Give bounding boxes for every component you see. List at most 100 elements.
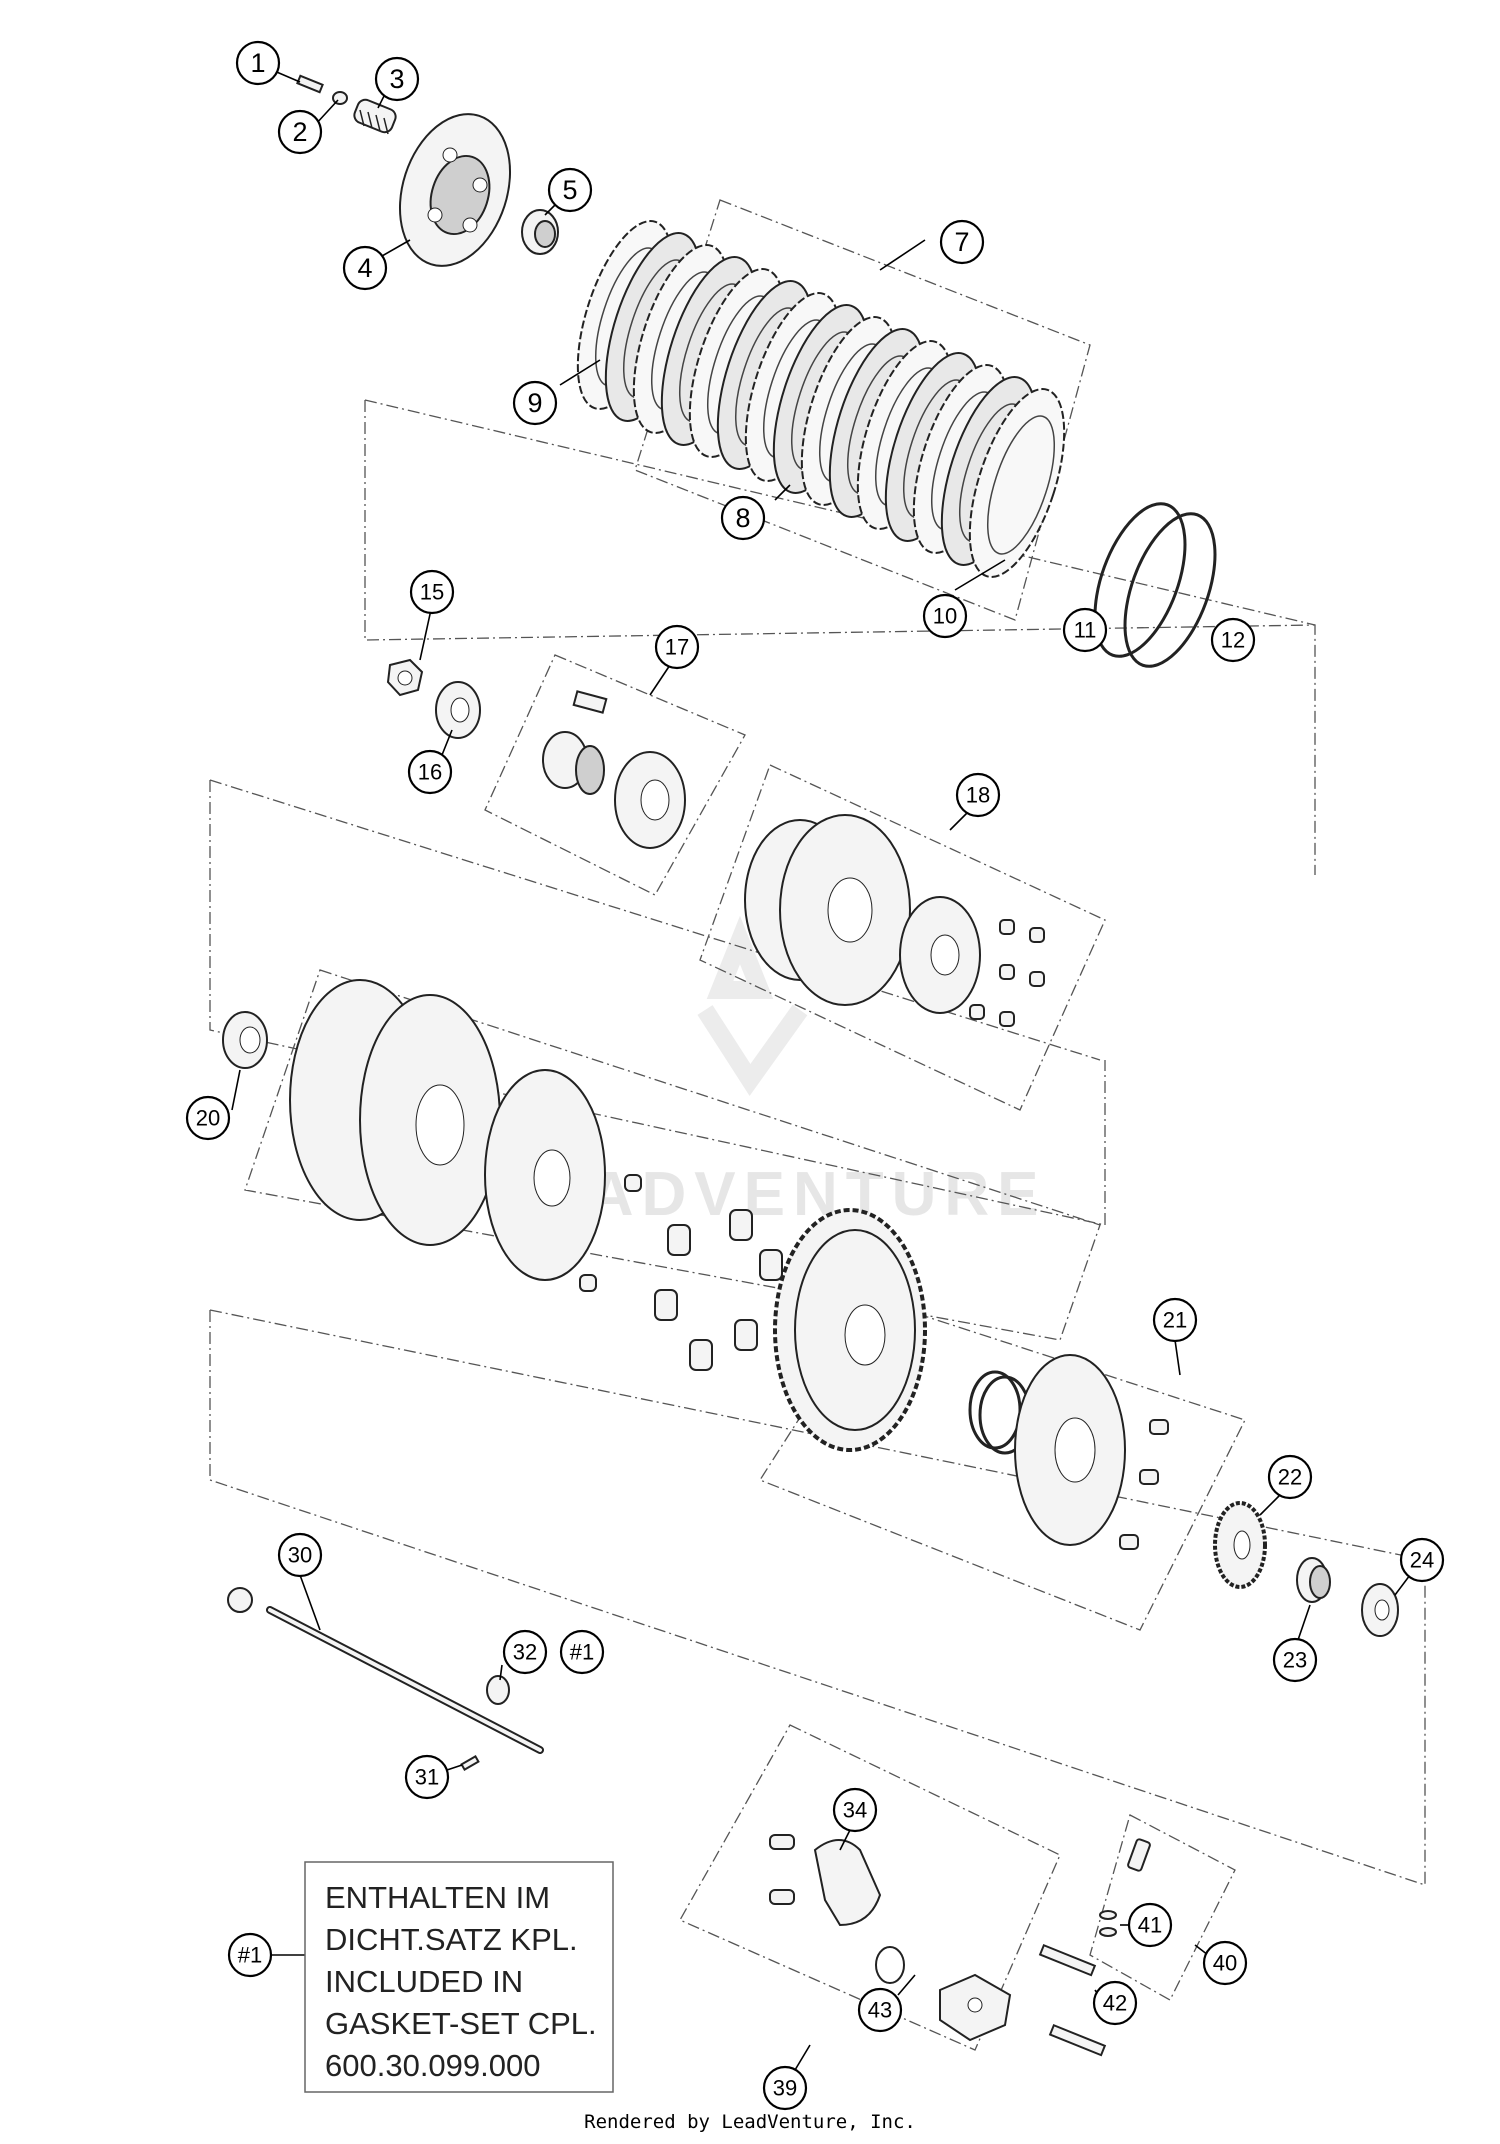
needle-bearing-23: [1296, 1557, 1331, 1603]
callout-hash1-note-label: #1: [238, 1943, 262, 1968]
callout-40: 40: [1202, 1940, 1248, 1986]
footer-credit: Rendered by LeadVenture, Inc.: [584, 2111, 916, 2133]
outline-section-b: [209, 780, 1106, 1226]
callout-4-label: 4: [357, 253, 372, 283]
callout-5: 5: [547, 167, 593, 213]
callout-1-label: 1: [250, 48, 265, 78]
outline-section-a: [364, 400, 1316, 875]
callouts: 1 2 3 4 5 7 8 9 10 11 12 15 16 17 18 20 …: [185, 40, 1445, 2111]
release-assembly-39: [769, 1834, 1012, 2042]
callout-7-label: 7: [954, 227, 969, 257]
bleeder-assembly-40: [1099, 1838, 1151, 1937]
box-17: [484, 654, 746, 896]
pin-31: [460, 1755, 480, 1771]
callout-9: 9: [512, 380, 558, 426]
washer-24: [1361, 1583, 1399, 1637]
callout-15: 15: [409, 569, 455, 615]
ring-11: [1093, 502, 1187, 658]
callout-12-label: 12: [1221, 628, 1245, 653]
pressure-plate-4: [398, 113, 512, 267]
parts: [222, 74, 1399, 2057]
callout-39-label: 39: [773, 2076, 797, 2101]
outline-section-c: [209, 1310, 1426, 1886]
callout-34-label: 34: [843, 1798, 867, 1823]
callout-42-label: 42: [1103, 1991, 1127, 2016]
callout-18: 18: [955, 772, 1001, 818]
callout-17-label: 17: [665, 635, 689, 660]
callout-9-label: 9: [527, 388, 542, 418]
callout-20: 20: [185, 1095, 231, 1141]
callout-5-label: 5: [562, 175, 577, 205]
callout-16: 16: [407, 749, 453, 795]
callout-40-label: 40: [1213, 1951, 1237, 1976]
note-box: [304, 1861, 614, 2093]
callout-22-label: 22: [1278, 1465, 1302, 1490]
box-18: [699, 764, 1106, 1111]
push-rod-30: [227, 1587, 544, 1754]
note-line-2: DICHT.SATZ KPL.: [325, 1922, 578, 1957]
spring-3: [353, 98, 397, 135]
outline-section-b-top: [209, 779, 1101, 1061]
callout-24: 24: [1399, 1537, 1445, 1583]
plate-stack-bracket: [634, 199, 1091, 621]
callout-12: 12: [1210, 617, 1256, 663]
callout-32: 32: [502, 1629, 548, 1675]
callout-hash1-top: #1: [559, 1629, 605, 1675]
clutch-disc-inner: [986, 415, 1056, 555]
washer-16: [435, 681, 481, 739]
screw-1: [296, 74, 324, 94]
ring-12: [1123, 512, 1217, 668]
box-39: [679, 1724, 1061, 2051]
nut-15: [386, 658, 424, 697]
inner-hub-18: [744, 814, 1045, 1027]
bolts-42: [1038, 1943, 1107, 2057]
callout-42: 42: [1092, 1980, 1138, 2026]
callout-3: 3: [374, 56, 420, 102]
callout-22: 22: [1267, 1454, 1313, 1500]
callout-20-label: 20: [196, 1106, 220, 1131]
gear-22: [1213, 1501, 1267, 1589]
callout-10: 10: [922, 593, 968, 639]
callout-24-label: 24: [1410, 1548, 1434, 1573]
callout-11: 11: [1062, 607, 1108, 653]
callout-2-label: 2: [292, 117, 307, 147]
damper-springs: [579, 1174, 783, 1371]
callout-8: 8: [720, 495, 766, 541]
callout-30: 30: [277, 1532, 323, 1578]
callout-32-label: 32: [513, 1640, 537, 1665]
callout-41: 41: [1127, 1902, 1173, 1948]
callout-hash1-top-label: #1: [570, 1640, 594, 1665]
callout-21: 21: [1152, 1297, 1198, 1343]
clutch-basket: [289, 979, 606, 1281]
callout-hash1-note: #1: [227, 1932, 273, 1978]
callout-10-label: 10: [933, 604, 957, 629]
callout-21-label: 21: [1163, 1308, 1187, 1333]
callout-15-label: 15: [420, 580, 444, 605]
callout-2: 2: [277, 109, 323, 155]
callout-43-label: 43: [868, 1998, 892, 2023]
box-40: [1089, 1814, 1236, 2001]
callout-43: 43: [857, 1987, 903, 2033]
callout-23: 23: [1272, 1637, 1318, 1683]
callout-41-label: 41: [1138, 1913, 1162, 1938]
callout-23-label: 23: [1283, 1648, 1307, 1673]
callout-30-label: 30: [288, 1543, 312, 1568]
damper-assembly-17: [542, 690, 686, 849]
callout-8-label: 8: [735, 503, 750, 533]
seal-32: [486, 1675, 510, 1705]
callout-39: 39: [762, 2065, 808, 2111]
primary-gear-21: [773, 1208, 1169, 1550]
callout-31: 31: [404, 1754, 450, 1800]
callout-1: 1: [235, 40, 281, 86]
note-line-4: GASKET-SET CPL.: [325, 2006, 597, 2041]
box-20: [244, 969, 1101, 1341]
note-line-3: INCLUDED IN: [325, 1964, 523, 1999]
bearing-5: [521, 209, 559, 255]
callout-34: 34: [832, 1787, 878, 1833]
gasket-set-note: ENTHALTEN IM DICHT.SATZ KPL. INCLUDED IN…: [304, 1861, 614, 2093]
clutch-disc: [968, 388, 1066, 578]
note-line-1: ENTHALTEN IM: [325, 1880, 550, 1915]
callout-18-label: 18: [966, 783, 990, 808]
callout-16-label: 16: [418, 760, 442, 785]
